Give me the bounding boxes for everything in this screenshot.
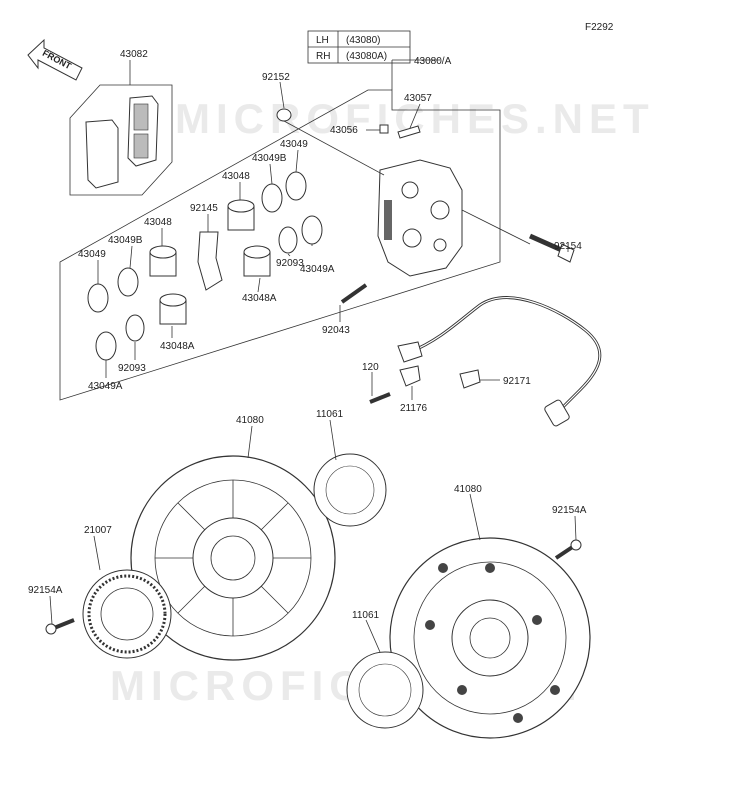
label-92093-mid: 92093 <box>276 258 304 269</box>
label-92171: 92171 <box>503 376 531 387</box>
leader-lines <box>49 81 577 653</box>
label-92154a-right: 92154A <box>552 505 587 516</box>
gasket-11061-low <box>346 651 424 729</box>
label-41080-left: 41080 <box>236 415 264 426</box>
bolt-120 <box>369 392 391 404</box>
label-92145: 92145 <box>190 203 218 214</box>
abs-sensor-cable <box>397 296 602 427</box>
label-43048-mid: 43048 <box>144 217 172 228</box>
side-table: LH (43080) RH (43080A) <box>307 30 411 64</box>
label-43049-top: 43049 <box>280 139 308 150</box>
caliper-assembly-outline <box>59 89 501 401</box>
brake-caliper <box>377 159 463 277</box>
label-43049a-mid: 43049A <box>300 264 335 275</box>
seal-43049a-left <box>95 331 117 361</box>
clamp-92171 <box>459 369 481 389</box>
table-side-lh: LH <box>316 35 329 46</box>
bolt-92154a-left <box>45 618 75 635</box>
label-92043: 92043 <box>322 325 350 336</box>
seal-92093-mid <box>278 226 298 254</box>
piston-43048-top <box>227 199 255 231</box>
bolt-92154 <box>528 233 575 263</box>
label-43049b-top: 43049B <box>252 153 287 164</box>
bolt-92043 <box>340 283 368 304</box>
label-43080a: 43080/A <box>414 56 452 67</box>
bolt-92154a-right <box>554 539 582 560</box>
label-43082: 43082 <box>120 49 148 60</box>
table-part-lh: (43080) <box>346 35 380 46</box>
bleeder-cap-92152 <box>276 108 292 122</box>
brake-disc-left <box>130 455 336 661</box>
label-21007: 21007 <box>84 525 112 536</box>
piston-43048a-mid <box>243 245 271 277</box>
label-43049a-low: 43049A <box>88 381 123 392</box>
label-92154: 92154 <box>554 241 582 252</box>
brake-disc-right <box>389 537 591 739</box>
label-43048a-mid: 43048A <box>242 293 277 304</box>
label-92154a-left: 92154A <box>28 585 63 596</box>
label-43057: 43057 <box>404 93 432 104</box>
label-41080-right: 41080 <box>454 484 482 495</box>
seal-43049-top <box>285 171 307 201</box>
label-21176: 21176 <box>400 403 428 414</box>
figure-code: F2292 <box>585 22 614 33</box>
label-43049b-left: 43049B <box>108 235 143 246</box>
seal-43049a-mid <box>301 215 323 245</box>
abs-rotor-21007 <box>82 569 172 659</box>
table-side-rh: RH <box>316 51 330 62</box>
gasket-11061-top <box>313 453 387 527</box>
label-11061-top: 11061 <box>316 409 344 420</box>
label-120: 120 <box>362 362 379 373</box>
label-92152: 92152 <box>262 72 290 83</box>
label-43048a-low: 43048A <box>160 341 195 352</box>
label-43048-top: 43048 <box>222 171 250 182</box>
seal-43049-left <box>87 283 109 313</box>
bracket-21176 <box>399 365 421 387</box>
label-11061-low: 11061 <box>352 610 380 621</box>
seal-43049b-top <box>261 183 283 213</box>
clip-43056 <box>379 124 389 134</box>
piston-43048a-left <box>159 293 187 325</box>
pad-pin-43057 <box>397 125 421 139</box>
seal-43049b-left <box>117 267 139 297</box>
label-92093-low: 92093 <box>118 363 146 374</box>
brake-pad-set-43082 <box>69 60 173 196</box>
seal-92093-left <box>125 314 145 342</box>
label-43049-left: 43049 <box>78 249 106 260</box>
table-part-rh: (43080A) <box>346 51 387 62</box>
label-43056: 43056 <box>330 125 358 136</box>
spring-92145 <box>197 231 223 291</box>
front-arrow-icon: FRONT <box>27 38 83 81</box>
piston-43048-left <box>149 245 177 277</box>
